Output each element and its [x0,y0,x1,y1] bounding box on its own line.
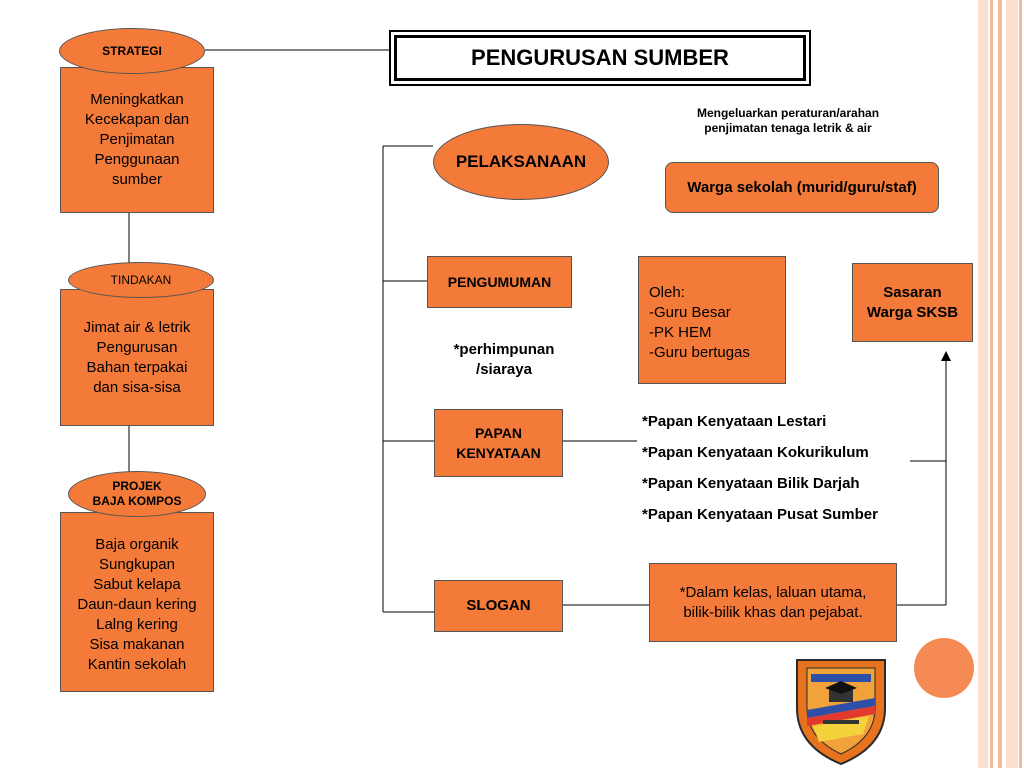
decor-circle [914,638,974,698]
strategi-label-text: STRATEGI [102,44,162,58]
pelaksanaan-note: Mengeluarkan peraturan/arahan penjimatan… [696,106,880,135]
pelaksanaan-label: PELAKSANAAN [433,124,609,200]
papan-item-4: *Papan Kenyataan Pusat Sumber [642,506,878,523]
pengumuman-note: *perhimpunan /siaraya [453,341,555,378]
papan-item-1: *Papan Kenyataan Lestari [642,413,827,430]
strategi-box: Meningkatkan Kecekapan dan Penjimatan Pe… [60,67,214,213]
projek-label: PROJEK BAJA KOMPOS [68,471,206,517]
papan-item-3: *Papan Kenyataan Bilik Darjah [642,475,860,492]
papan-kenyataan-list: *Papan Kenyataan Lestari *Papan Kenyataa… [642,406,878,530]
decor-stripe-2 [990,0,993,768]
tindakan-label: TINDAKAN [68,262,214,298]
projek-box: Baja organik Sungkupan Sabut kelapa Daun… [60,512,214,692]
sasaran-box: Sasaran Warga SKSB [852,263,973,342]
slogan-box: SLOGAN [434,580,563,632]
page-title: PENGURUSAN SUMBER [394,35,806,81]
decor-stripe-4 [1006,0,1018,768]
decor-stripe-1 [978,0,988,768]
tindakan-label-text: TINDAKAN [110,273,172,287]
page-title-frame: PENGURUSAN SUMBER [389,30,811,86]
tindakan-box: Jimat air & letrik Pengurusan Bahan terp… [60,289,214,426]
oleh-box: Oleh: -Guru Besar -PK HEM -Guru bertugas [638,256,786,384]
papan-kenyataan-box: PAPAN KENYATAAN [434,409,563,477]
projek-label-text: PROJEK BAJA KOMPOS [92,479,182,508]
pelaksanaan-label-text: PELAKSANAAN [455,152,587,171]
papan-item-2: *Papan Kenyataan Kokurikulum [642,444,869,461]
slogan-text-box: *Dalam kelas, laluan utama, bilik-bilik … [649,563,897,642]
warga-sekolah-box: Warga sekolah (murid/guru/staf) [665,162,939,213]
decor-stripe-5 [1019,0,1022,768]
decor-stripe-3 [998,0,1002,768]
pengumuman-box: PENGUMUMAN [427,256,572,308]
strategi-label: STRATEGI [59,28,205,74]
school-crest-logo [796,659,886,766]
